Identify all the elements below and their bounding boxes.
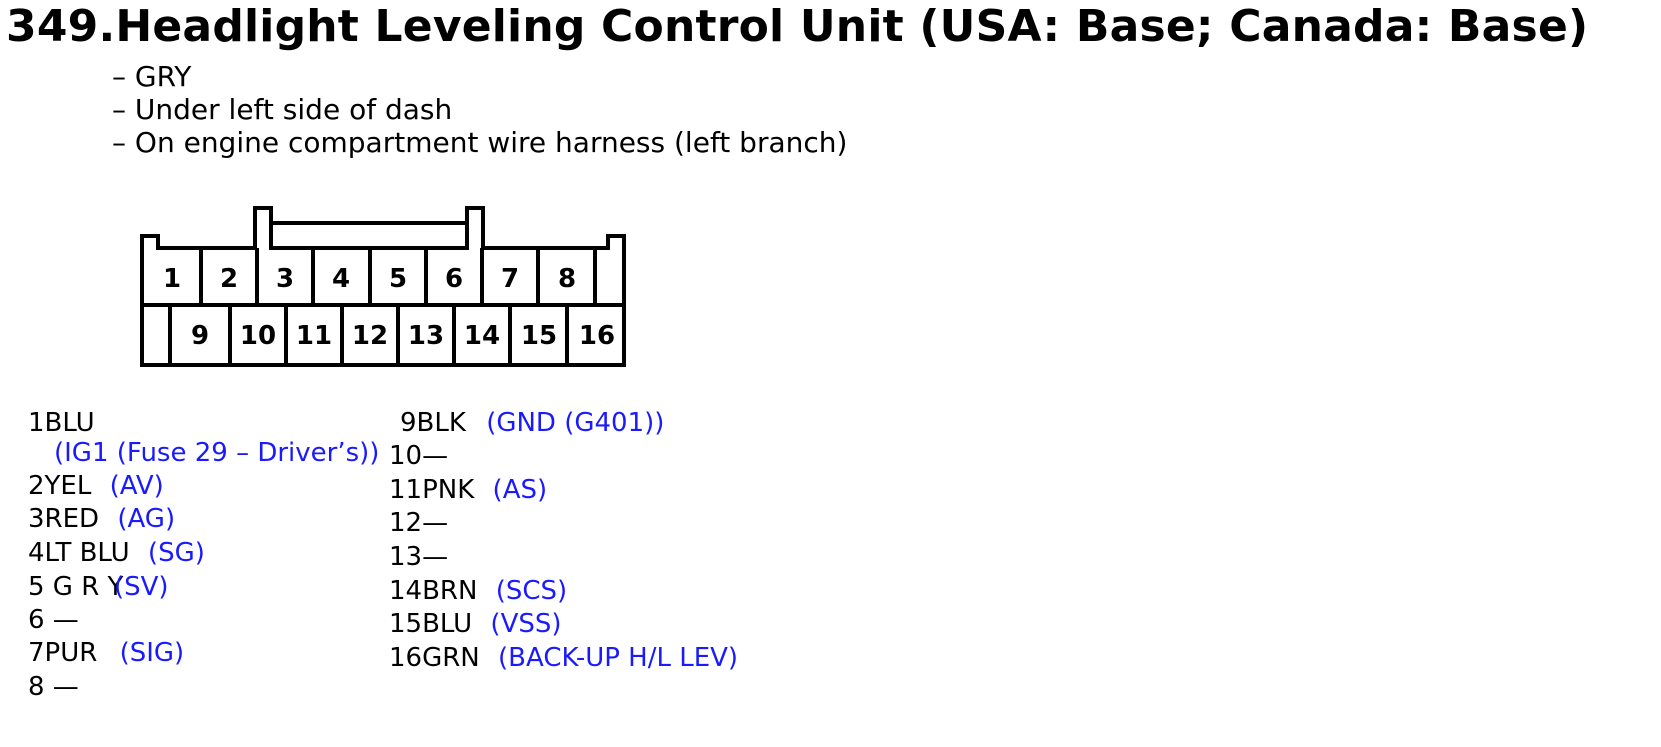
pinout-row: 14BRN (SCS): [389, 574, 567, 608]
pinout-row: 4LT BLU (SG): [28, 536, 205, 570]
pin-label: 4: [332, 264, 350, 294]
pinout-row: 16GRN (BACK-UP H/L LEV): [389, 641, 738, 675]
pin-number: 9: [400, 408, 417, 438]
wire-color: PUR: [44, 638, 98, 668]
pin-label: 10: [240, 321, 276, 351]
pin-label: 14: [464, 321, 500, 351]
connector-housing-outline: [140, 206, 626, 367]
pin-number: 7: [28, 638, 45, 668]
pin-label: 11: [296, 321, 332, 351]
pin-label: 5: [389, 264, 407, 294]
pin-number: 15: [389, 609, 423, 639]
circuit-name: (IG1 (Fuse 29 – Driver’s)): [54, 438, 380, 468]
pin-label: 3: [276, 264, 294, 294]
pinout-row: 10—: [389, 439, 448, 473]
wire-color: —: [422, 542, 449, 572]
pin-label: 1: [163, 264, 181, 294]
wire-color: PNK: [422, 475, 475, 505]
pin-number: 11: [389, 475, 423, 505]
pin-number: 10: [389, 441, 423, 471]
pinout-row: 9BLK (GND (G401)): [400, 406, 664, 440]
pin-label: 9: [191, 321, 209, 351]
circuit-name: (SIG): [119, 638, 185, 668]
connector-location: – Under left side of dash: [112, 93, 453, 126]
connector-info-list: – GRY – Under left side of dash – On eng…: [112, 60, 847, 159]
pinout-row: 2YEL (AV): [28, 469, 164, 503]
pinout-row: 1BLU: [28, 406, 95, 440]
wire-color: BRN: [422, 576, 478, 606]
pin-number: 6: [28, 605, 45, 635]
pinout-row: 11PNK (AS): [389, 473, 547, 507]
circuit-name: (AS): [492, 475, 548, 505]
pinout-row: (IG1 (Fuse 29 – Driver’s)): [54, 436, 379, 470]
circuit-name: (SG): [147, 538, 205, 568]
pin-label: 16: [579, 321, 615, 351]
pinout-row: 3RED (AG): [28, 502, 175, 536]
wire-color: RED: [44, 504, 100, 534]
pin-label: 7: [501, 264, 519, 294]
pin-number: 13: [389, 542, 423, 572]
pin-label: 13: [408, 321, 444, 351]
circuit-name: (GND (G401)): [486, 408, 665, 438]
pin-label: 2: [220, 264, 238, 294]
connector-color: – GRY: [112, 60, 192, 93]
page-title: 349.Headlight Leveling Control Unit (USA…: [6, 1, 1589, 52]
wire-color: —: [422, 441, 449, 471]
pin-label: 15: [521, 321, 557, 351]
pin-number: 8: [28, 672, 45, 702]
wire-color: YEL: [44, 471, 92, 501]
pin-number: 1: [28, 408, 45, 438]
pin-number: 12: [389, 508, 423, 538]
circuit-name: (AV): [109, 471, 164, 501]
pin-label: 12: [352, 321, 388, 351]
pinout-row: 12—: [389, 506, 448, 540]
wire-color: —: [44, 672, 79, 702]
wire-color: —: [422, 508, 449, 538]
wire-color: BLK: [416, 408, 466, 438]
wire-color: GRN: [422, 643, 480, 673]
pin-number: 5: [28, 572, 45, 602]
pin-number: 2: [28, 471, 45, 501]
pin-number: 16: [389, 643, 423, 673]
pin-number: 4: [28, 538, 45, 568]
connector-harness: – On engine compartment wire harness (le…: [112, 126, 848, 159]
wire-color: G R Y: [44, 572, 124, 602]
wire-color: LT BLU: [44, 538, 130, 568]
circuit-name: (SV): [114, 572, 169, 602]
pinout-row: 8 —: [28, 670, 79, 704]
pin-label: 6: [445, 264, 463, 294]
circuit-name: (VSS): [490, 609, 562, 639]
pin-number: 14: [389, 576, 423, 606]
circuit-name: (AG): [117, 504, 176, 534]
circuit-name: (SCS): [495, 576, 568, 606]
pinout-row: 15BLU (VSS): [389, 607, 562, 641]
pinout-row: 13—: [389, 540, 448, 574]
pin-number: 3: [28, 504, 45, 534]
connector-face-diagram: 1 2 3 4 5 6 7 8 9 10 11 12 13 14 15 16: [140, 206, 626, 367]
pinout-row: 7PUR (SIG): [28, 636, 184, 670]
wire-color: BLU: [44, 408, 95, 438]
pinout-row: 6 —: [28, 603, 79, 637]
pin-label: 8: [558, 264, 576, 294]
circuit-name: (BACK-UP H/L LEV): [498, 643, 739, 673]
wire-color: BLU: [422, 609, 473, 639]
wire-color: —: [44, 605, 79, 635]
pinout-row: 5 G R Y (SV): [28, 570, 169, 604]
